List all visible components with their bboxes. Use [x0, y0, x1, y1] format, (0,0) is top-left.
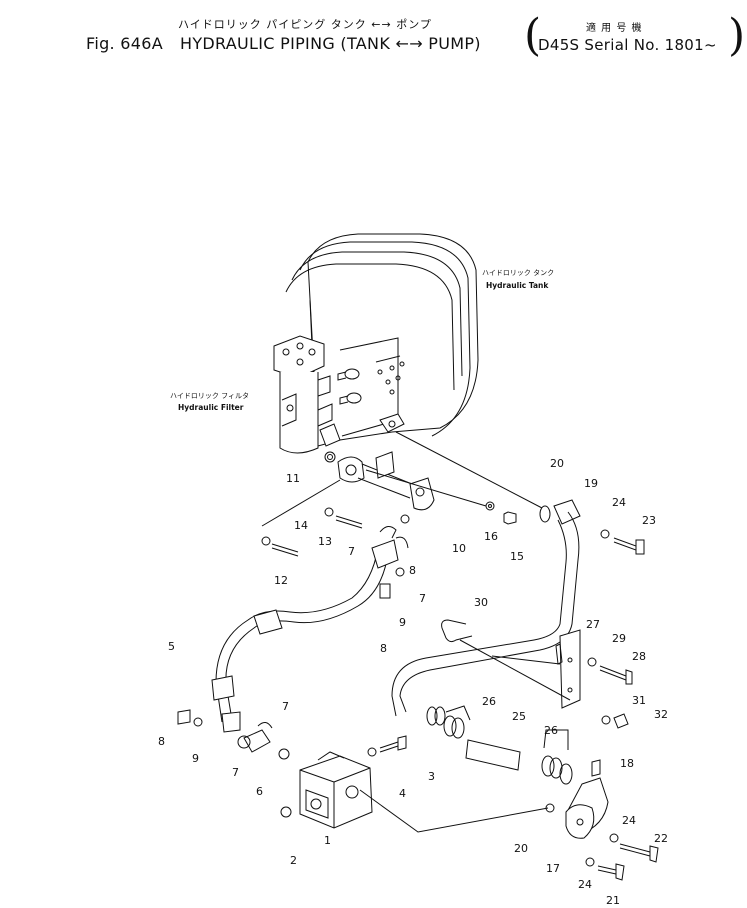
pump-elbow — [545, 759, 659, 881]
part-number: 4 — [399, 787, 406, 800]
part-number: 7 — [419, 592, 426, 605]
part-number: 8 — [158, 735, 165, 748]
tank-label-japanese: ハイドロリック タンク — [482, 268, 554, 277]
part-number: 23 — [642, 514, 656, 527]
part-number: 24 — [622, 814, 636, 827]
serial-paren-left: ( — [524, 10, 542, 61]
tank-return-line — [395, 431, 543, 509]
hydraulic-pump — [177, 709, 407, 829]
part-number: 8 — [409, 564, 416, 577]
part-number: 12 — [274, 574, 288, 587]
connector-hose — [426, 705, 573, 785]
part-number: 8 — [380, 642, 387, 655]
part-number: 1 — [324, 834, 331, 847]
part-number: 10 — [452, 542, 466, 555]
filter-guide-line — [261, 479, 341, 527]
bracket — [459, 629, 633, 729]
serial-paren-right: ) — [728, 10, 746, 61]
upper-fittings — [261, 451, 517, 599]
figure-number: Fig. 646A — [86, 34, 163, 53]
pipe-route-line — [359, 789, 549, 833]
part-number: 29 — [612, 632, 626, 645]
part-number: 25 — [512, 710, 526, 723]
part-number: 26 — [482, 695, 496, 708]
part-number: 20 — [550, 457, 564, 470]
part-number: 24 — [612, 496, 626, 509]
title-japanese: ハイドロリック パイピング タンク ←→ ポンプ — [178, 18, 432, 31]
serial-label-japanese: 適 用 号 機 — [586, 23, 643, 34]
part-number: 19 — [584, 477, 598, 490]
part-number: 2 — [290, 854, 297, 867]
part-number: 9 — [192, 752, 199, 765]
part-number: 24 — [578, 878, 592, 891]
hydraulic-tank — [285, 233, 479, 447]
part-number-labels: 11 14 13 12 7 8 9 7 8 10 16 15 20 19 24 … — [158, 457, 668, 907]
part-number: 14 — [294, 519, 308, 532]
part-number: 30 — [474, 596, 488, 609]
part-number: 31 — [632, 694, 646, 707]
serial-range: D45S Serial No. 1801~ — [538, 36, 717, 54]
part-number: 27 — [586, 618, 600, 631]
hydraulic-filter — [273, 335, 341, 463]
part-number: 5 — [168, 640, 175, 653]
part-number: 21 — [606, 894, 620, 907]
suction-pipe — [391, 499, 645, 717]
title-english: HYDRAULIC PIPING (TANK ←→ PUMP) — [180, 34, 481, 53]
part-number: 15 — [510, 550, 524, 563]
part-number: 22 — [654, 832, 668, 845]
part-number: 7 — [282, 700, 289, 713]
part-number: 6 — [256, 785, 263, 798]
part-number: 28 — [632, 650, 646, 663]
filter-label-japanese: ハイドロリック フィルタ — [170, 391, 249, 400]
part-number: 9 — [399, 616, 406, 629]
part-number: 26 — [544, 724, 558, 737]
part-number: 7 — [348, 545, 355, 558]
part-number: 13 — [318, 535, 332, 548]
part-number: 17 — [546, 862, 560, 875]
part-number: 16 — [484, 530, 498, 543]
part-number: 11 — [286, 472, 300, 485]
u-bolt — [441, 619, 473, 643]
part-number: 7 — [232, 766, 239, 779]
hose-assembly — [211, 539, 399, 733]
filter-label-english: Hydraulic Filter — [178, 403, 244, 412]
tank-label-english: Hydraulic Tank — [486, 281, 549, 290]
part-number: 32 — [654, 708, 668, 721]
part-number: 20 — [514, 842, 528, 855]
part-number: 18 — [620, 757, 634, 770]
part-number: 3 — [428, 770, 435, 783]
fitting-guide-line — [365, 469, 487, 507]
